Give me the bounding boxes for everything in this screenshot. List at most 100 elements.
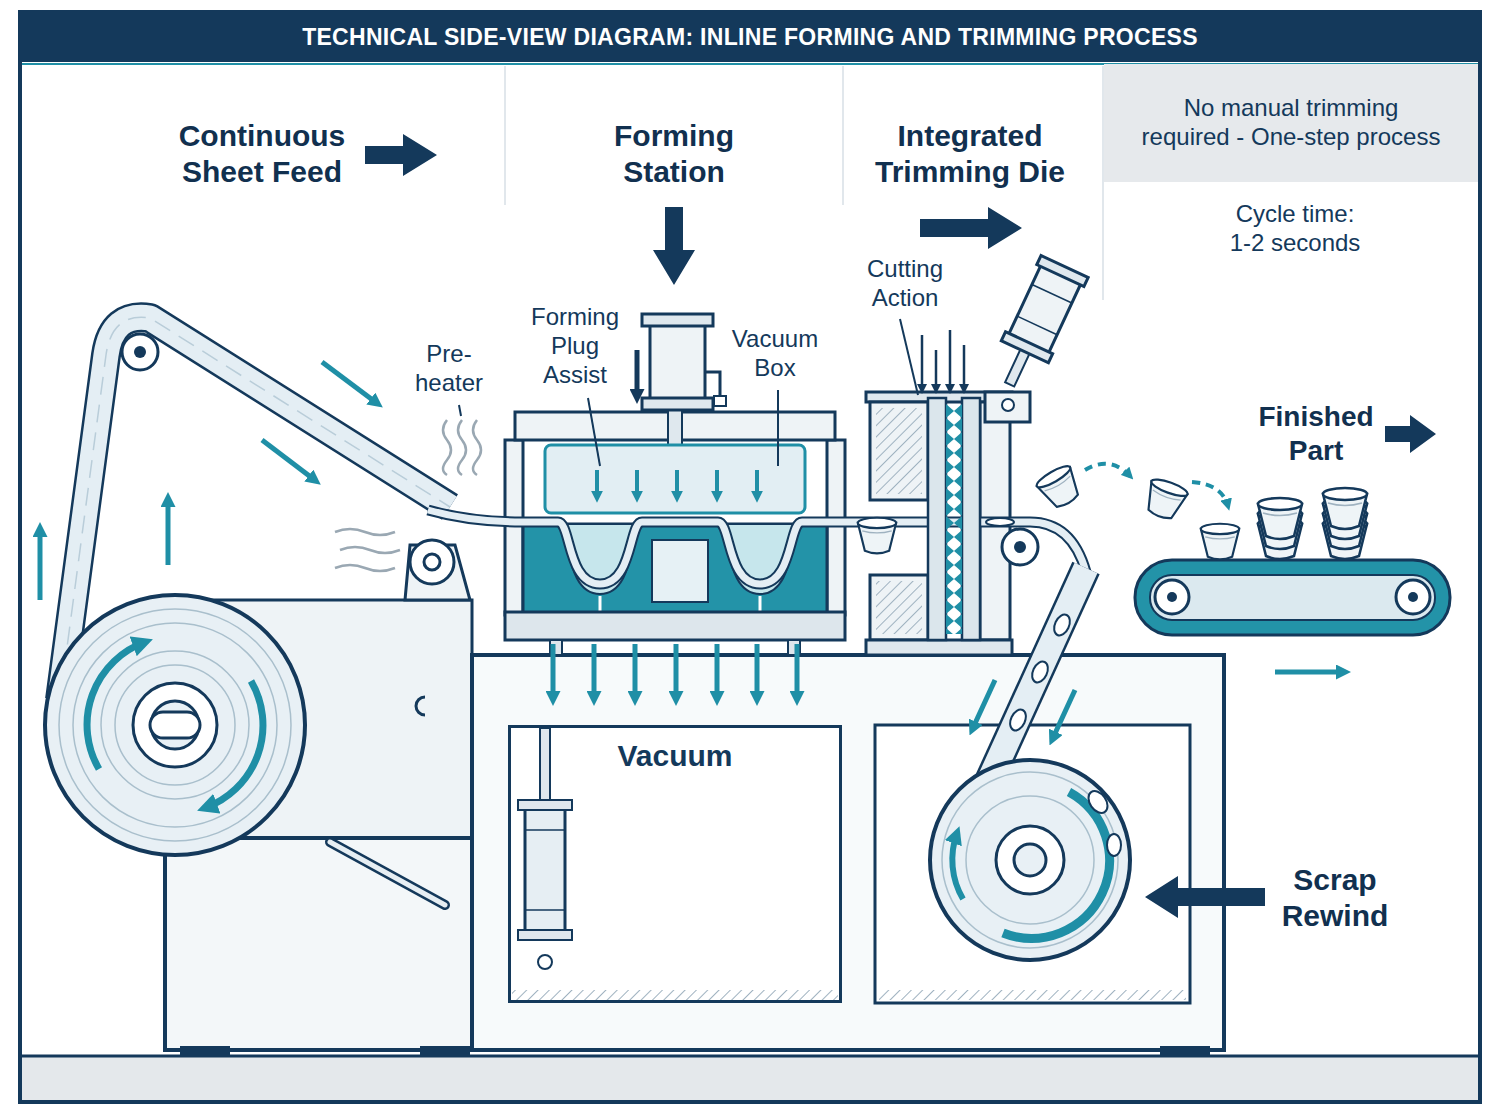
formed-cup	[1201, 524, 1239, 560]
motion-arrow	[322, 362, 378, 404]
flow-arrow	[921, 335, 924, 390]
output-conveyor	[1150, 575, 1435, 620]
output-conveyor	[1408, 592, 1418, 602]
motion-arrow	[633, 644, 638, 700]
output-conveyor	[1135, 560, 1450, 635]
motion-arrow	[1192, 482, 1228, 506]
die-cylinder	[985, 392, 1030, 422]
scrap-roll	[1107, 834, 1121, 856]
leader-line	[588, 398, 600, 466]
roll-stand	[330, 842, 445, 905]
machine-cabinet	[508, 725, 842, 1003]
motion-arrow	[40, 362, 1345, 740]
section-heading: Continuous Sheet Feed	[157, 118, 367, 190]
supply-roll	[45, 595, 305, 855]
die-housing	[876, 581, 922, 634]
flow-arrow	[365, 134, 437, 176]
die-housing	[870, 575, 928, 640]
supply-roll	[115, 665, 235, 785]
part-label: Forming Plug Assist	[525, 303, 625, 389]
motion-arrow	[595, 470, 599, 498]
output-conveyor	[1167, 592, 1177, 602]
page-ground	[22, 1055, 1478, 1058]
page-ground	[842, 66, 844, 205]
motion-arrow	[674, 644, 679, 700]
die-cylinder	[1002, 399, 1014, 411]
sheet-feed	[122, 334, 158, 370]
flow-arrow	[935, 350, 938, 390]
die-housing	[866, 640, 1012, 655]
output-conveyor	[1135, 560, 1450, 635]
supply-roll	[133, 683, 217, 767]
machine-cabinet	[879, 990, 1186, 1000]
sheet-feed	[134, 346, 146, 358]
lift-cylinder	[518, 800, 572, 810]
forming-station	[545, 445, 805, 513]
output-label: Scrap Rewind	[1270, 862, 1400, 934]
forming-station	[714, 396, 726, 406]
lift-cylinder	[512, 990, 838, 1000]
supply-roll	[101, 651, 249, 799]
title-bar	[20, 12, 1480, 62]
title-bar	[20, 12, 1480, 64]
cutting-blade	[954, 404, 962, 634]
scrap-web	[1007, 707, 1029, 733]
scrap-roll	[942, 772, 1118, 948]
plastic-web	[428, 510, 1086, 584]
section-heading: Forming Station	[589, 118, 759, 190]
forming-station	[705, 372, 720, 398]
plastic-web	[1014, 541, 1026, 553]
cutting-blade	[928, 398, 980, 640]
leader-line	[900, 319, 918, 395]
heat-wave	[335, 565, 395, 571]
leader-line	[777, 390, 779, 466]
forming-mold	[759, 596, 762, 612]
motion-arrow	[551, 644, 556, 700]
machine-cabinet	[420, 1046, 470, 1056]
scrap-roll	[1085, 788, 1112, 817]
part-label: Pre-heater	[409, 340, 489, 398]
scrap-roll	[930, 760, 1130, 960]
flow-arrow	[635, 350, 640, 398]
forming-station	[642, 314, 713, 326]
diagram-title: TECHNICAL SIDE-VIEW DIAGRAM: INLINE FORM…	[20, 12, 1480, 62]
motion-arrow	[166, 498, 171, 565]
die-cylinder	[985, 256, 1088, 422]
scrap-roll	[966, 796, 1094, 924]
motion-arrow	[715, 644, 720, 700]
note-box: No manual trimming required - One-step p…	[1104, 64, 1478, 182]
motion-arrow	[1085, 464, 1130, 476]
plastic-web	[986, 518, 1014, 526]
flow-arrow	[949, 330, 952, 390]
lift-cylinder	[540, 728, 550, 808]
plastic-web	[428, 510, 1086, 584]
formed-cup	[1323, 488, 1367, 529]
scrap-roll	[930, 760, 1130, 960]
output-conveyor	[1155, 580, 1189, 614]
scrap-web	[1051, 612, 1073, 638]
forming-mold	[652, 540, 708, 602]
lift-cylinder	[538, 955, 552, 969]
motion-arrow	[1052, 690, 1075, 740]
machine-cabinet	[875, 725, 1190, 1003]
scrap-web	[985, 568, 1086, 790]
roll-stand	[416, 697, 425, 715]
scrap-web	[985, 568, 1086, 790]
motion-arrow	[1275, 670, 1345, 675]
scrap-web	[1029, 659, 1051, 685]
die-cylinder	[1001, 332, 1052, 363]
flow-arrow	[920, 207, 1022, 249]
scrap-web	[985, 568, 1086, 790]
page-border	[20, 12, 1480, 1102]
supply-roll	[151, 701, 199, 749]
motion-arrow	[972, 680, 995, 730]
forming-station	[650, 320, 705, 408]
motion-arrow	[715, 470, 719, 498]
formed-cup	[1034, 463, 1367, 560]
heat-wave	[335, 420, 481, 571]
machine-cabinet	[180, 655, 1224, 1056]
scrap-roll	[952, 833, 963, 899]
formed-cup	[1034, 463, 1085, 513]
